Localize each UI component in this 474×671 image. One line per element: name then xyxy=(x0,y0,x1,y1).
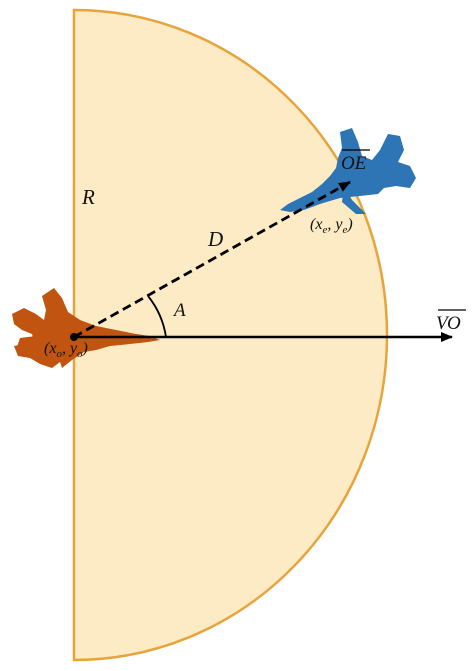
coord-open: ( xyxy=(44,340,51,357)
ownship-position-point xyxy=(70,333,78,341)
velocity-label-text: VO xyxy=(436,313,461,334)
coord-open: ( xyxy=(310,216,317,233)
coord-y-sub: e xyxy=(342,224,347,236)
coord-y-sub: o xyxy=(77,348,83,360)
coord-close: ) xyxy=(82,340,88,357)
enemy-aircraft-icon xyxy=(280,128,416,214)
coord-sep: , xyxy=(62,340,70,357)
semicircle-region xyxy=(72,8,389,662)
enemy-coordinates-label: (xe, ye) xyxy=(310,216,353,236)
coord-x-sub: e xyxy=(322,224,327,236)
coord-x: x xyxy=(314,216,322,233)
velocity-label: VO xyxy=(436,309,466,334)
angle-label: A xyxy=(172,300,186,321)
ownship-aircraft-icon xyxy=(12,288,160,368)
coord-x: x xyxy=(48,340,56,357)
coord-close: ) xyxy=(346,216,352,233)
ownship-coordinates-label: (xo, yo) xyxy=(44,340,88,360)
enemy-vector-label: OE xyxy=(341,149,370,174)
coord-y: y xyxy=(68,340,78,357)
radius-label: R xyxy=(81,185,95,209)
coord-y: y xyxy=(333,216,343,233)
angle-arc xyxy=(147,295,167,338)
coord-sep: , xyxy=(327,216,335,233)
enemy-vector-label-text: OE xyxy=(341,153,367,174)
line-of-sight-vector xyxy=(73,180,351,339)
coord-x-sub: o xyxy=(56,348,62,360)
distance-label: D xyxy=(207,227,223,251)
